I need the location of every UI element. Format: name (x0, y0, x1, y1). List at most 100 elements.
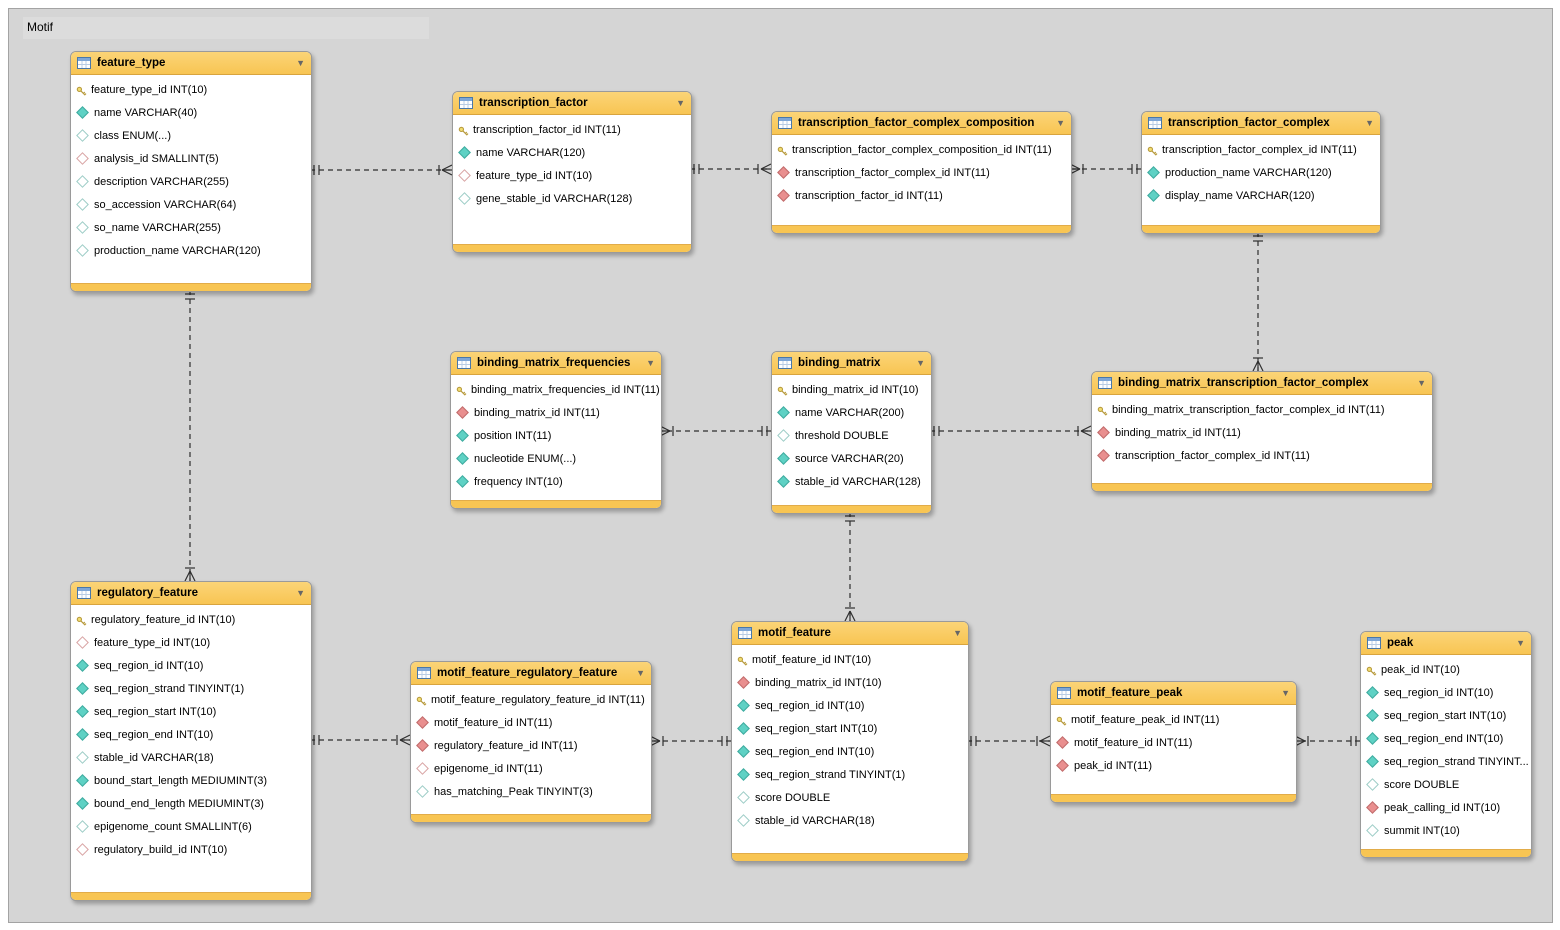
field-position[interactable]: position INT(11) (451, 424, 661, 447)
field-seq_region_start[interactable]: seq_region_start INT(10) (1361, 704, 1531, 727)
table-binding_matrix_frequencies[interactable]: binding_matrix_frequencies▼ binding_matri… (450, 351, 662, 509)
field-class[interactable]: class ENUM(...) (71, 124, 311, 147)
collapse-arrow-icon[interactable]: ▼ (296, 58, 305, 68)
table-header[interactable]: peak▼ (1361, 632, 1531, 655)
field-transcription_factor_complex_id[interactable]: transcription_factor_complex_id INT(11) (772, 161, 1071, 184)
field-peak_calling_id[interactable]: peak_calling_id INT(10) (1361, 796, 1531, 819)
field-so_name[interactable]: so_name VARCHAR(255) (71, 216, 311, 239)
field-seq_region_id[interactable]: seq_region_id INT(10) (732, 694, 968, 717)
collapse-arrow-icon[interactable]: ▼ (646, 358, 655, 368)
field-peak_id[interactable]: peak_id INT(10) (1361, 658, 1531, 681)
field-binding_matrix_id[interactable]: binding_matrix_id INT(11) (1092, 421, 1432, 444)
table-binding_matrix[interactable]: binding_matrix▼ binding_matrix_id INT(10)… (771, 351, 932, 514)
field-binding_matrix_id[interactable]: binding_matrix_id INT(10) (732, 671, 968, 694)
field-gene_stable_id[interactable]: gene_stable_id VARCHAR(128) (453, 187, 691, 210)
field-name[interactable]: name VARCHAR(120) (453, 141, 691, 164)
field-stable_id[interactable]: stable_id VARCHAR(128) (772, 470, 931, 493)
field-epigenome_id[interactable]: epigenome_id INT(11) (411, 757, 651, 780)
field-seq_region_end[interactable]: seq_region_end INT(10) (732, 740, 968, 763)
collapse-arrow-icon[interactable]: ▼ (1281, 688, 1290, 698)
field-transcription_factor_complex_id[interactable]: transcription_factor_complex_id INT(11) (1142, 138, 1380, 161)
field-bound_end_length[interactable]: bound_end_length MEDIUMINT(3) (71, 792, 311, 815)
collapse-arrow-icon[interactable]: ▼ (636, 668, 645, 678)
field-name[interactable]: name VARCHAR(200) (772, 401, 931, 424)
table-header[interactable]: binding_matrix_frequencies▼ (451, 352, 661, 375)
table-header[interactable]: regulatory_feature▼ (71, 582, 311, 605)
field-seq_region_end[interactable]: seq_region_end INT(10) (1361, 727, 1531, 750)
field-motif_feature_peak_id[interactable]: motif_feature_peak_id INT(11) (1051, 708, 1296, 731)
field-binding_matrix_id[interactable]: binding_matrix_id INT(10) (772, 378, 931, 401)
field-transcription_factor_complex_id[interactable]: transcription_factor_complex_id INT(11) (1092, 444, 1432, 467)
field-score[interactable]: score DOUBLE (732, 786, 968, 809)
field-motif_feature_id[interactable]: motif_feature_id INT(11) (1051, 731, 1296, 754)
collapse-arrow-icon[interactable]: ▼ (1516, 638, 1525, 648)
field-regulatory_feature_id[interactable]: regulatory_feature_id INT(10) (71, 608, 311, 631)
field-so_accession[interactable]: so_accession VARCHAR(64) (71, 193, 311, 216)
field-production_name[interactable]: production_name VARCHAR(120) (71, 239, 311, 262)
field-seq_region_id[interactable]: seq_region_id INT(10) (1361, 681, 1531, 704)
table-transcription_factor_complex[interactable]: transcription_factor_complex▼ transcripti… (1141, 111, 1381, 234)
field-bound_start_length[interactable]: bound_start_length MEDIUMINT(3) (71, 769, 311, 792)
table-header[interactable]: transcription_factor▼ (453, 92, 691, 115)
field-peak_id[interactable]: peak_id INT(11) (1051, 754, 1296, 777)
collapse-arrow-icon[interactable]: ▼ (916, 358, 925, 368)
field-summit[interactable]: summit INT(10) (1361, 819, 1531, 842)
table-header[interactable]: transcription_factor_complex_composition… (772, 112, 1071, 135)
table-header[interactable]: transcription_factor_complex▼ (1142, 112, 1380, 135)
table-header[interactable]: binding_matrix▼ (772, 352, 931, 375)
field-motif_feature_id[interactable]: motif_feature_id INT(10) (732, 648, 968, 671)
collapse-arrow-icon[interactable]: ▼ (1056, 118, 1065, 128)
field-seq_region_strand[interactable]: seq_region_strand TINYINT... (1361, 750, 1531, 773)
field-analysis_id[interactable]: analysis_id SMALLINT(5) (71, 147, 311, 170)
field-binding_matrix_transcription_factor_complex_id[interactable]: binding_matrix_transcription_factor_comp… (1092, 398, 1432, 421)
field-stable_id[interactable]: stable_id VARCHAR(18) (732, 809, 968, 832)
field-regulatory_build_id[interactable]: regulatory_build_id INT(10) (71, 838, 311, 861)
table-motif_feature_regulatory_feature[interactable]: motif_feature_regulatory_feature▼ motif_f… (410, 661, 652, 823)
table-binding_matrix_transcription_factor_complex[interactable]: binding_matrix_transcription_factor_comp… (1091, 371, 1433, 492)
field-frequency[interactable]: frequency INT(10) (451, 470, 661, 493)
field-seq_region_strand[interactable]: seq_region_strand TINYINT(1) (732, 763, 968, 786)
table-transcription_factor_complex_composition[interactable]: transcription_factor_complex_composition… (771, 111, 1072, 234)
table-peak[interactable]: peak▼ peak_id INT(10)seq_region_id INT(10… (1360, 631, 1532, 858)
field-feature_type_id[interactable]: feature_type_id INT(10) (71, 631, 311, 654)
field-motif_feature_id[interactable]: motif_feature_id INT(11) (411, 711, 651, 734)
field-feature_type_id[interactable]: feature_type_id INT(10) (71, 78, 311, 101)
field-transcription_factor_id[interactable]: transcription_factor_id INT(11) (772, 184, 1071, 207)
field-source[interactable]: source VARCHAR(20) (772, 447, 931, 470)
collapse-arrow-icon[interactable]: ▼ (953, 628, 962, 638)
table-motif_feature_peak[interactable]: motif_feature_peak▼motif_feature_peak_id… (1050, 681, 1297, 803)
table-header[interactable]: binding_matrix_transcription_factor_comp… (1092, 372, 1432, 395)
field-binding_matrix_frequencies_id[interactable]: binding_matrix_frequencies_id INT(11) (451, 378, 661, 401)
table-header[interactable]: motif_feature▼ (732, 622, 968, 645)
field-motif_feature_regulatory_feature_id[interactable]: motif_feature_regulatory_feature_id INT(… (411, 688, 651, 711)
field-nucleotide[interactable]: nucleotide ENUM(...) (451, 447, 661, 470)
table-header[interactable]: motif_feature_regulatory_feature▼ (411, 662, 651, 685)
field-transcription_factor_complex_composition_id[interactable]: transcription_factor_complex_composition… (772, 138, 1071, 161)
collapse-arrow-icon[interactable]: ▼ (676, 98, 685, 108)
table-regulatory_feature[interactable]: regulatory_feature▼ regulatory_feature_id… (70, 581, 312, 901)
field-score[interactable]: score DOUBLE (1361, 773, 1531, 796)
field-seq_region_start[interactable]: seq_region_start INT(10) (732, 717, 968, 740)
table-feature_type[interactable]: feature_type▼ feature_type_id INT(10)name… (70, 51, 312, 292)
field-feature_type_id[interactable]: feature_type_id INT(10) (453, 164, 691, 187)
table-header[interactable]: feature_type▼ (71, 52, 311, 75)
field-binding_matrix_id[interactable]: binding_matrix_id INT(11) (451, 401, 661, 424)
field-display_name[interactable]: display_name VARCHAR(120) (1142, 184, 1380, 207)
collapse-arrow-icon[interactable]: ▼ (1365, 118, 1374, 128)
field-name[interactable]: name VARCHAR(40) (71, 101, 311, 124)
field-epigenome_count[interactable]: epigenome_count SMALLINT(6) (71, 815, 311, 838)
field-stable_id[interactable]: stable_id VARCHAR(18) (71, 746, 311, 769)
field-has_matching_Peak[interactable]: has_matching_Peak TINYINT(3) (411, 780, 651, 803)
collapse-arrow-icon[interactable]: ▼ (1417, 378, 1426, 388)
field-description[interactable]: description VARCHAR(255) (71, 170, 311, 193)
field-seq_region_strand[interactable]: seq_region_strand TINYINT(1) (71, 677, 311, 700)
collapse-arrow-icon[interactable]: ▼ (296, 588, 305, 598)
field-threshold[interactable]: threshold DOUBLE (772, 424, 931, 447)
field-seq_region_id[interactable]: seq_region_id INT(10) (71, 654, 311, 677)
table-transcription_factor[interactable]: transcription_factor▼ transcription_facto… (452, 91, 692, 253)
field-regulatory_feature_id[interactable]: regulatory_feature_id INT(11) (411, 734, 651, 757)
field-transcription_factor_id[interactable]: transcription_factor_id INT(11) (453, 118, 691, 141)
field-production_name[interactable]: production_name VARCHAR(120) (1142, 161, 1380, 184)
field-seq_region_start[interactable]: seq_region_start INT(10) (71, 700, 311, 723)
table-motif_feature[interactable]: motif_feature▼ motif_feature_id INT(10)bi… (731, 621, 969, 862)
